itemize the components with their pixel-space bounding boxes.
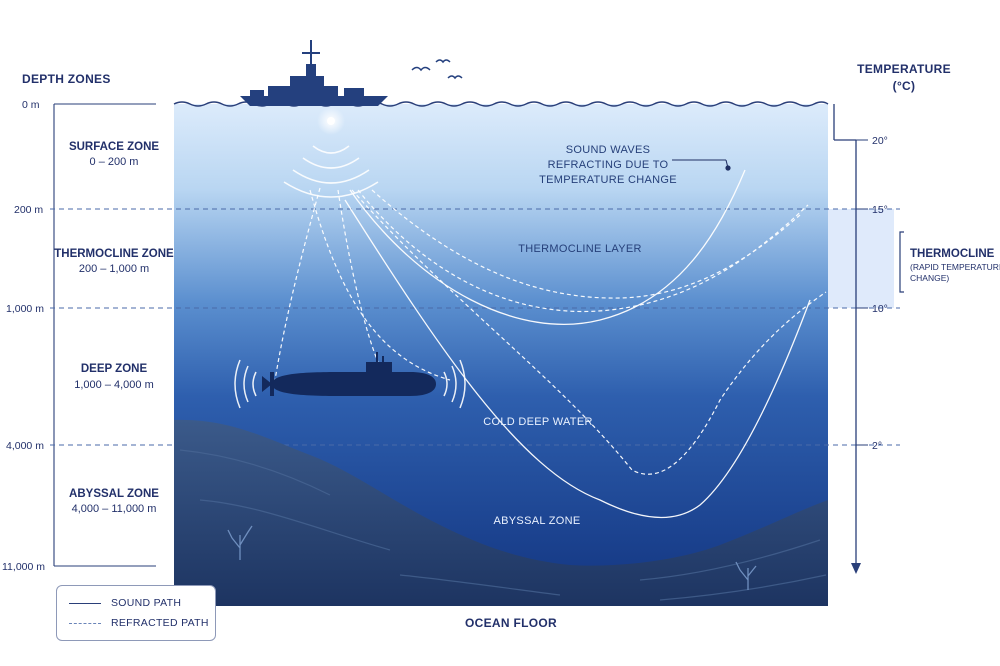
sonar-emission-arcs (283, 145, 379, 198)
sonar-source (327, 117, 335, 125)
temperature-header: TEMPERATURE (857, 62, 951, 76)
refraction-annotation-line1: SOUND WAVES (566, 144, 651, 156)
refraction-annotation-line3: TEMPERATURE CHANGE (539, 174, 677, 186)
legend-swatch-dashed (69, 622, 101, 624)
legend: SOUND PATH REFRACTED PATH (56, 585, 216, 641)
refraction-callout (672, 159, 731, 171)
zone-range-thermocline: 200 – 1,000 m (79, 263, 149, 275)
seafloor (174, 419, 828, 606)
legend-label-sound-path: SOUND PATH (111, 597, 182, 609)
temp-label-10: 10° (872, 303, 888, 315)
zone-name-thermocline: THERMOCLINE ZONE (54, 248, 174, 260)
temp-label-15: 15° (872, 204, 888, 216)
depth-label-0: 0 m (22, 99, 40, 111)
submarine-sonar-arcs (234, 359, 466, 409)
thermocline-note-line1: (RAPID TEMPERATURE (910, 262, 1000, 272)
coral-icon (227, 525, 757, 590)
depth-scale (53, 103, 156, 567)
submarine-icon (262, 352, 436, 396)
refracted-paths (274, 187, 827, 475)
temp-label-2: 2° (872, 440, 882, 452)
zone-name-deep: DEEP ZONE (81, 363, 148, 375)
zone-range-deep: 1,000 – 4,000 m (74, 379, 154, 391)
depth-label-4000: 4,000 m (6, 440, 44, 452)
sound-paths (344, 169, 811, 519)
temperature-arrow-icon (851, 563, 861, 574)
depth-label-11000: 11,000 m (2, 561, 45, 573)
cold-deep-water-label: COLD DEEP WATER (483, 416, 592, 428)
ship-icon (240, 40, 388, 106)
temperature-unit: (°C) (893, 79, 916, 93)
thermocline-note-line2: CHANGE) (910, 273, 949, 283)
temperature-ticks (856, 139, 868, 446)
thermocline-layer-label: THERMOCLINE LAYER (518, 243, 641, 255)
depth-boundaries (50, 208, 900, 446)
depth-label-200: 200 m (14, 204, 43, 216)
legend-item-refracted-path: REFRACTED PATH (69, 617, 209, 629)
birds-icon (411, 59, 463, 80)
zone-range-surface: 0 – 200 m (90, 156, 139, 168)
temperature-scale (833, 104, 857, 565)
zone-name-surface: SURFACE ZONE (69, 141, 159, 153)
depth-zones-header: DEPTH ZONES (22, 72, 111, 86)
seafloor-ridges (179, 449, 827, 601)
zone-range-abyssal: 4,000 – 11,000 m (72, 503, 157, 515)
temp-label-20: 20° (872, 135, 888, 147)
thermocline-bracket (899, 231, 904, 293)
legend-swatch-solid (69, 602, 101, 604)
depth-label-1000: 1,000 m (6, 303, 44, 315)
ocean-floor-label: OCEAN FLOOR (465, 616, 557, 630)
thermocline-note-title: THERMOCLINE (910, 248, 995, 260)
legend-label-refracted-path: REFRACTED PATH (111, 617, 209, 629)
refraction-annotation-line2: REFRACTING DUE TO (548, 159, 669, 171)
zone-name-abyssal: ABYSSAL ZONE (69, 488, 159, 500)
legend-item-sound-path: SOUND PATH (69, 597, 181, 609)
abyssal-zone-label: ABYSSAL ZONE (494, 515, 581, 527)
thermocline-band (828, 209, 894, 308)
